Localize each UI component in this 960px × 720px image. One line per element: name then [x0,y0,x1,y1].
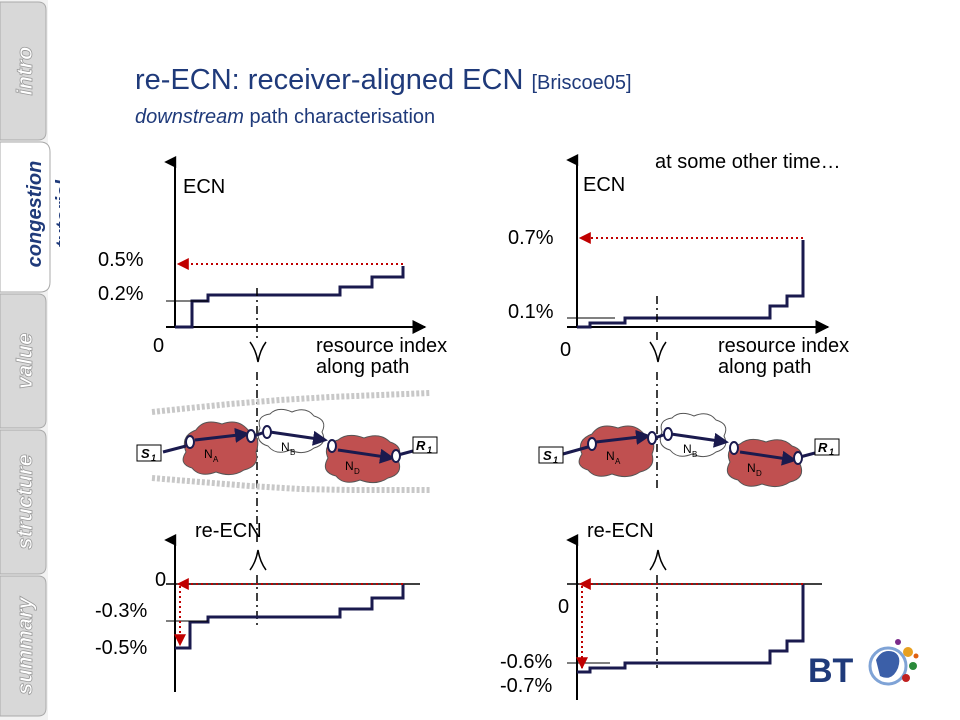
left-reecn-total-value: -0.5% [95,637,147,659]
left-nd-sub: D [354,467,360,476]
tab-congestion-label: congestion [24,161,46,268]
left-reecn-chart: re-ECN 0 -0.3% -0.5% [95,520,420,692]
tab-intro[interactable]: intro [0,1,47,141]
tab-structure-label: structure [12,454,37,549]
left-reecn-first-value: -0.3% [95,600,147,622]
bt-logo: BT [808,639,919,690]
tab-intro-label: intro [12,47,37,96]
right-na-label: N [606,449,615,463]
right-reecn-chart: re-ECN 0 -0.6% -0.7% [500,520,822,700]
tab-value-label: value [12,333,37,389]
left-xlabel-line2: along path [316,356,409,378]
page-subtitle: downstream path characterisation [135,106,435,129]
right-ecn-zero: 0 [560,339,571,361]
right-receiver-sub: 1 [829,447,834,457]
right-time-note: at some other time… [655,151,841,173]
page-title: re-ECN: receiver-aligned ECN [Briscoe05] [135,64,632,97]
tab-congestion-tutorial[interactable]: congestion tutorial [0,141,60,293]
tab-summary[interactable]: summary [0,575,47,717]
subtitle-rest: path characterisation [243,106,436,128]
right-receiver-label: R [818,440,828,455]
left-cloud-nd [324,434,401,484]
left-reecn-label: re-ECN [195,520,262,542]
right-cloud-nb [659,412,727,458]
left-nd-label: N [345,459,354,473]
right-xlabel-line2: along path [718,356,811,378]
right-reecn-label: re-ECN [587,520,654,542]
left-reecn-zero: 0 [155,569,166,591]
left-observer-top-icon [249,341,267,363]
left-na-label: N [204,447,213,461]
left-cloud-na [182,421,259,476]
left-na-sub: A [213,455,219,464]
right-cloud-na [578,425,655,478]
left-sender-sub: 1 [151,453,156,463]
bt-piper-icon [868,639,919,686]
left-ecn-first-value: 0.2% [98,283,144,305]
left-ecn-total-value: 0.5% [98,249,144,271]
tab-summary-label: summary [12,595,37,695]
left-observer-bottom-icon [249,549,267,571]
right-nb-label: N [683,442,692,456]
right-ecn-first-value: 0.1% [508,301,554,323]
right-ecn-chart: at some other time… ECN 0.7% 0.1% 0 reso… [508,151,849,378]
left-cloud-nb [257,408,325,454]
right-ecn-label: ECN [583,174,625,196]
left-receiver-sub: 1 [427,445,432,455]
right-sender-label: S [543,448,552,463]
right-observer-bottom-icon [649,549,667,571]
left-receiver-label: R [416,438,426,453]
right-observer-top-icon [649,341,667,363]
right-nb-sub: B [692,450,697,459]
left-sender-box [136,444,162,462]
left-nb-label: N [281,440,290,454]
tab-value[interactable]: value [0,293,47,429]
right-na-sub: A [615,457,621,466]
left-ecn-chart: ECN 0.5% 0.2% 0 resource index along pat… [98,156,447,378]
right-reecn-total-value: -0.7% [500,675,552,697]
right-nd-sub: D [756,469,762,478]
right-reecn-step-line [577,584,805,674]
right-receiver-box [814,438,840,456]
page-title-ref: [Briscoe05] [531,72,632,94]
left-upper-band [151,390,431,415]
right-sender-sub: 1 [553,455,558,465]
left-nb-sub: B [290,448,295,457]
left-xlabel-line1: resource index [316,335,447,357]
right-ecn-total-value: 0.7% [508,227,554,249]
subtitle-emphasis: downstream [135,106,244,128]
sidebar-tabs: intro congestion tutorial value structur… [0,0,60,720]
left-network: S 1 R 1 N A N B N D [136,390,438,493]
right-sender-box [538,446,564,464]
left-ecn-zero: 0 [153,335,164,357]
tab-tutorial-label: tutorial [53,180,60,248]
left-ecn-label: ECN [183,176,225,198]
right-reecn-first-value: -0.6% [500,651,552,673]
right-ecn-step-line [577,240,805,329]
right-network: S 1 R 1 N A N B N D [538,412,840,488]
right-xlabel-line1: resource index [718,335,849,357]
left-lower-band [151,475,430,493]
left-ecn-step-line [175,266,405,329]
right-cloud-nd [726,438,803,488]
page-title-main: re-ECN: receiver-aligned ECN [135,64,532,96]
bt-logo-text: BT [808,652,854,690]
right-reecn-zero: 0 [558,596,569,618]
tab-structure[interactable]: structure [0,429,47,575]
left-sender-label: S [141,446,150,461]
right-nd-label: N [747,461,756,475]
left-receiver-box [412,436,438,454]
left-reecn-step-line [175,584,405,650]
